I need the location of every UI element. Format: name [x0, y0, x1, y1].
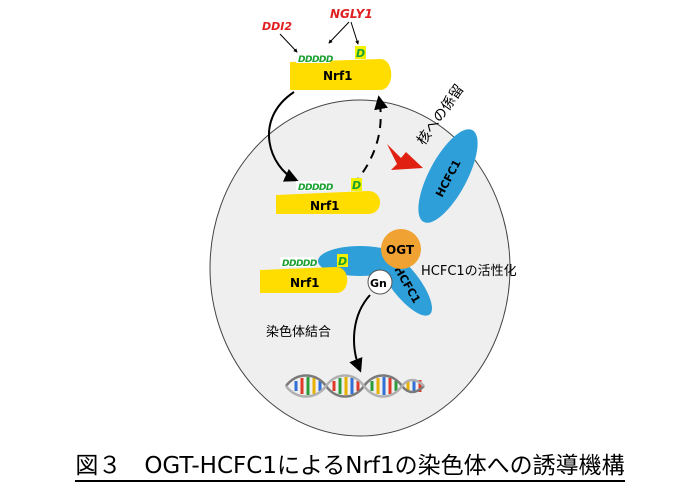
- glycan-chain-lower: DDDDD: [280, 257, 318, 269]
- gn-circle: [367, 269, 393, 295]
- figure-caption: 図３ OGT-HCFC1によるNrf1の染色体への誘導機構: [0, 446, 700, 482]
- import-arrow: [267, 91, 299, 182]
- glycan-chain-top-label: DDDDD: [298, 55, 334, 65]
- hcfc1-free: [418, 129, 478, 223]
- nrf1-middle: Nrf1 DDDDD D: [276, 178, 380, 214]
- figure-caption-text: 図３ OGT-HCFC1によるNrf1の染色体への誘導機構: [75, 453, 625, 482]
- d-box-lower: D: [337, 254, 348, 268]
- ngly1-pointer-left: [328, 21, 350, 44]
- glycan-chain-lower-label: DDDDD: [282, 259, 318, 269]
- gn-label: Gn: [370, 277, 387, 290]
- d-box-top: D: [355, 46, 366, 60]
- ddi2-pointer: [279, 33, 298, 53]
- d-box-middle-label: D: [352, 179, 361, 192]
- retention-dashed-arrow: [352, 95, 388, 186]
- d-box-lower-label: D: [338, 255, 347, 268]
- ogt-label: OGT: [386, 243, 415, 257]
- nrf1-middle-label: Nrf1: [310, 199, 340, 213]
- nrf1-top-label: Nrf1: [323, 69, 353, 83]
- nrf1-lower: Nrf1 DDDDD D: [260, 254, 348, 293]
- dna-helix: [284, 374, 425, 398]
- glycan-chain-top: DDDDD: [296, 53, 334, 65]
- chromatin-binding-arrow: [349, 294, 371, 373]
- ngly1-pointer-right: [350, 21, 359, 45]
- nrf1-top: Nrf1 DDDDD D: [290, 46, 392, 90]
- ngly1-label: NGLY1: [330, 7, 373, 21]
- nrf1-lower-label: Nrf1: [290, 276, 320, 290]
- hcfc1-complex-diagonal: [378, 250, 432, 316]
- d-box-middle: D: [351, 178, 362, 192]
- ogt-circle: [381, 229, 421, 269]
- red-retention-arrow: [387, 144, 423, 170]
- glycan-chain-middle: DDDDD: [296, 181, 334, 193]
- chromatin-binding-label: 染色体結合: [266, 324, 331, 340]
- hcfc1-activation-label: HCFC1の活性化: [421, 264, 517, 279]
- glycan-chain-middle-label: DDDDD: [298, 183, 334, 193]
- ddi2-label: DDI2: [262, 20, 292, 33]
- d-box-top-label: D: [356, 47, 365, 60]
